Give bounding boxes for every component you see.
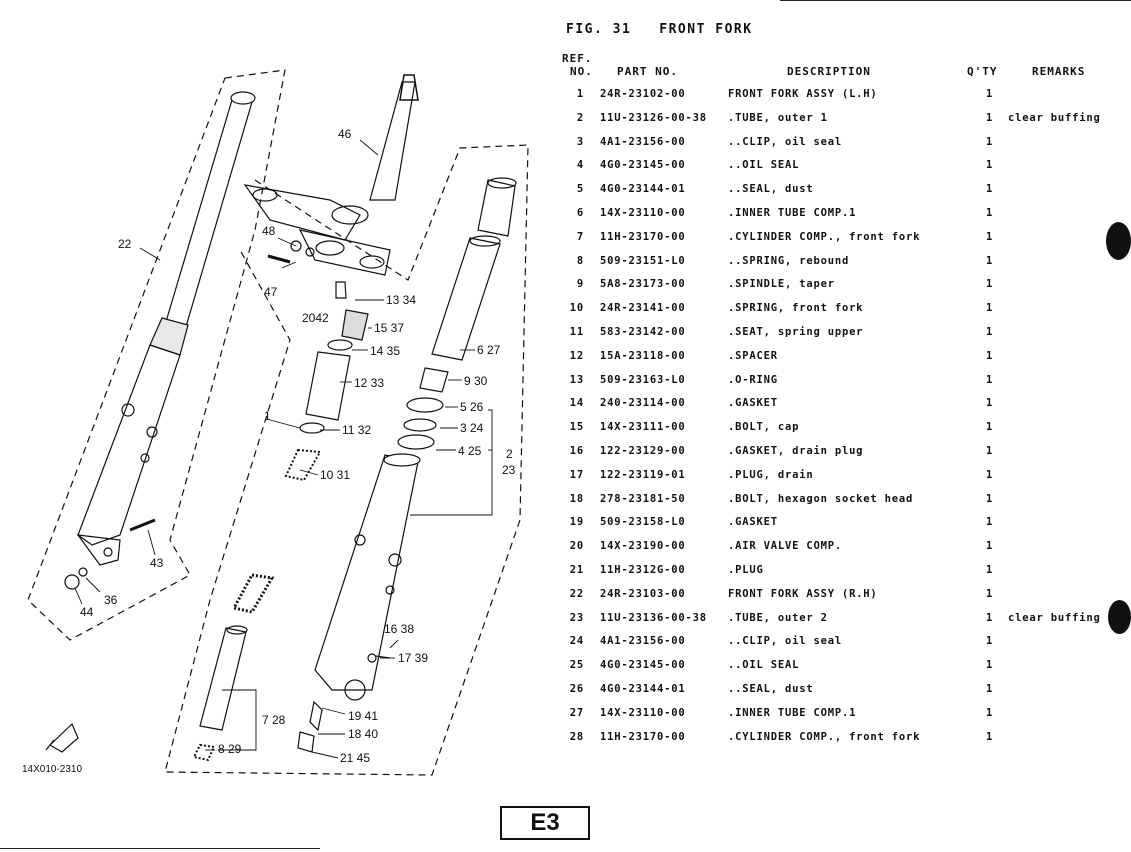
callout-17-39: 17 39 (398, 651, 428, 665)
page-label: E3 (500, 806, 590, 840)
callout-48: 48 (262, 224, 276, 238)
callout-46: 46 (338, 127, 352, 141)
header-part-no: PART NO. (617, 65, 678, 78)
callout-12-33: 12 33 (354, 376, 384, 390)
drawing-code: 14X010-2310 (22, 764, 82, 775)
leader-lines (74, 139, 493, 759)
figure-number: FIG. 31 (566, 22, 632, 37)
callout-10-31: 10 31 (320, 468, 350, 482)
callout-5-26: 5 26 (460, 400, 484, 414)
callout-36: 36 (104, 593, 118, 607)
header-description: DESCRIPTION (787, 65, 871, 78)
callout-43: 43 (150, 556, 164, 570)
bottom-rule (0, 848, 320, 849)
header-ref-line2: NO. (570, 65, 593, 78)
callout-23: 23 (502, 463, 516, 477)
header-remarks: REMARKS (1032, 65, 1086, 78)
header-qty: Q'TY (967, 65, 998, 78)
callout-6-27: 6 27 (477, 343, 501, 357)
figure-title: FIG. 31 FRONT FORK (566, 22, 753, 37)
callout-labels: 46 22 48 47 2042 13 34 15 37 14 35 12 33… (22, 127, 516, 775)
callout-14-35: 14 35 (370, 344, 400, 358)
callout-22: 22 (118, 237, 132, 251)
callout-8-29: 8 29 (218, 742, 242, 756)
left-assembly-boundary (27, 69, 286, 641)
callout-2: 2 (506, 447, 513, 461)
callout-16-38: 16 38 (384, 622, 414, 636)
callout-11-32: 11 32 (342, 423, 371, 437)
callout-18-40: 18 40 (348, 727, 378, 741)
scan-mark (1108, 600, 1131, 634)
right-outer-tube (297, 453, 421, 753)
callout-44: 44 (80, 605, 94, 619)
callout-7-28: 7 28 (262, 713, 286, 727)
callout-47: 47 (264, 285, 278, 299)
front-direction-arrow-icon (45, 722, 79, 753)
header-ref-line1: REF. (562, 52, 593, 65)
callout-13-34: 13 34 (386, 293, 416, 307)
callout-15-37: 15 37 (374, 321, 404, 335)
cap-bolt-group (284, 281, 369, 482)
top-rule (780, 0, 1131, 1)
callout-1: 1 (264, 409, 271, 423)
exploded-view-diagram: 46 22 48 47 2042 13 34 15 37 14 35 12 33… (22, 69, 529, 776)
scan-mark (1106, 222, 1131, 260)
right-inner-tube-group (397, 177, 517, 450)
callout-9-30: 9 30 (464, 374, 488, 388)
callout-21-45: 21 45 (340, 751, 370, 765)
callout-2042: 2042 (302, 311, 329, 325)
callout-19-41: 19 41 (348, 709, 378, 723)
steering-stem-assembly (243, 74, 419, 276)
right-assembly-boundary (164, 144, 529, 776)
callout-3-24: 3 24 (460, 421, 484, 435)
figure-name: FRONT FORK (659, 22, 753, 37)
callout-4-25: 4 25 (458, 444, 482, 458)
damper-cylinder-group (192, 573, 275, 762)
left-fork-leg (64, 91, 256, 590)
